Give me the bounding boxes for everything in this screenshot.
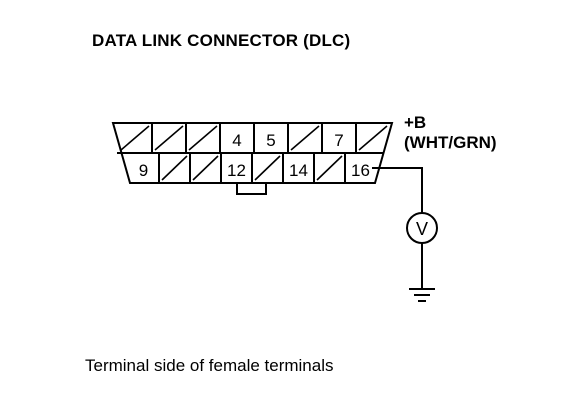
bottom-row-unused-pin bbox=[254, 155, 281, 181]
ground-icon bbox=[409, 288, 435, 302]
diagram-title: DATA LINK CONNECTOR (DLC) bbox=[92, 31, 351, 50]
bottom-row-unused-pin bbox=[192, 155, 219, 181]
pin-9-label: 9 bbox=[139, 161, 148, 180]
top-row-unused-pin bbox=[120, 125, 150, 151]
top-row-unused-pin bbox=[154, 125, 184, 151]
pin-7-label: 7 bbox=[334, 131, 343, 150]
connector-latch bbox=[236, 183, 267, 195]
top-row-cells: 4 5 7 bbox=[120, 124, 388, 152]
top-row-unused-pin bbox=[358, 125, 388, 151]
bottom-row-unused-pin bbox=[161, 155, 188, 181]
pin-16-label: 16 bbox=[351, 161, 370, 180]
top-row-unused-pin bbox=[290, 125, 320, 151]
top-row-unused-pin bbox=[188, 125, 218, 151]
battery-positive-label: +B bbox=[404, 113, 427, 132]
connector-outline bbox=[111, 122, 394, 184]
voltmeter-symbol: V bbox=[416, 219, 428, 239]
probe-wire bbox=[372, 167, 423, 213]
voltage-label: +B (WHT/GRN) bbox=[404, 113, 497, 153]
bottom-row-unused-pin bbox=[316, 155, 343, 181]
wire-color-label: (WHT/GRN) bbox=[404, 133, 497, 152]
diagram-caption: Terminal side of female terminals bbox=[85, 356, 334, 375]
pin-12-label: 12 bbox=[227, 161, 246, 180]
pin-4-label: 4 bbox=[232, 131, 241, 150]
bottom-row-cells: 9 12 14 16 bbox=[139, 154, 370, 182]
pin-5-label: 5 bbox=[266, 131, 275, 150]
pin-14-label: 14 bbox=[289, 161, 308, 180]
